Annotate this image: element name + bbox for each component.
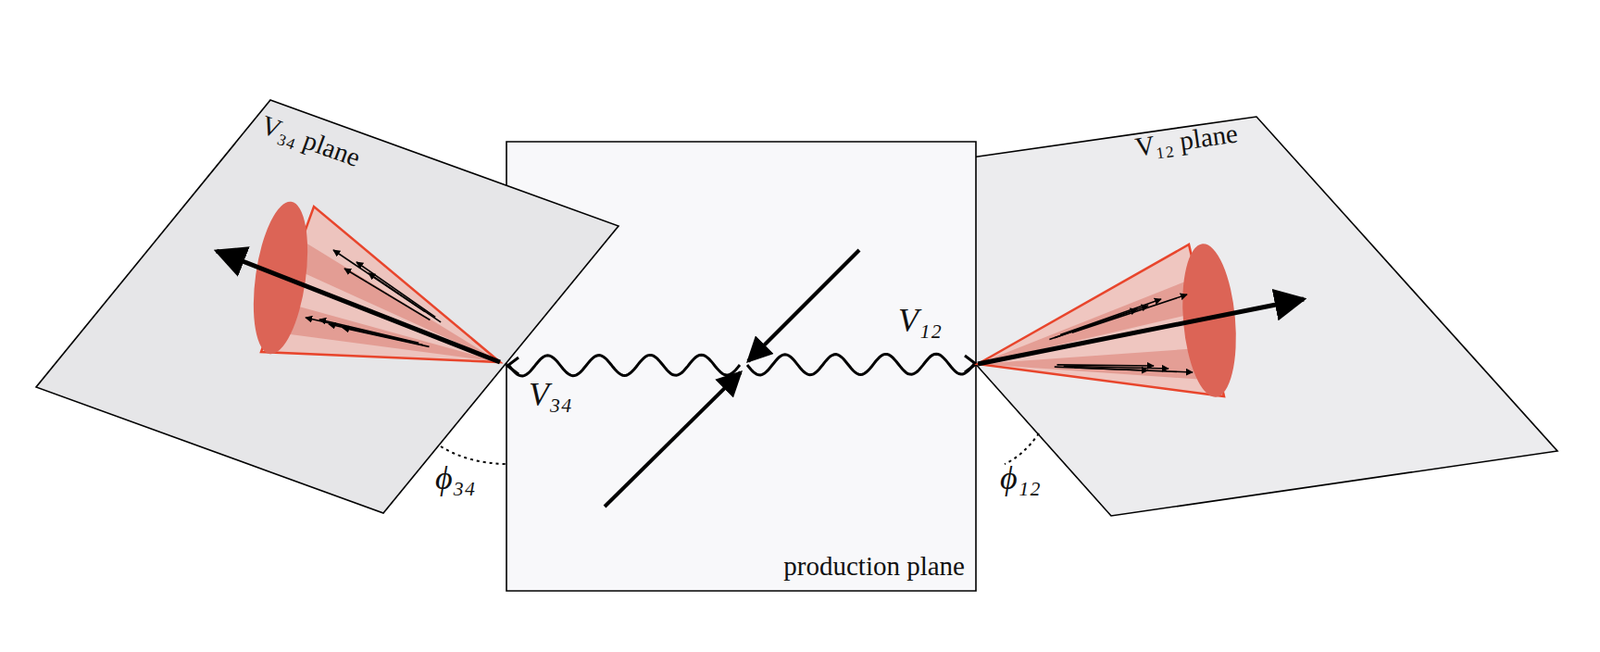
v12-plane: V₁₂ plane: [925, 116, 1558, 516]
boson-arrowhead: [507, 357, 519, 375]
plane-label: production plane: [783, 550, 965, 582]
boson-arrowhead: [964, 355, 976, 373]
angle-label: ϕ₃₄: [435, 458, 476, 498]
angle-label: ϕ₁₂: [1000, 458, 1041, 498]
parton-arrow: [748, 250, 860, 362]
jet-cone-left: [216, 198, 500, 363]
production-plane: production plane: [506, 141, 976, 591]
plane-outline: [506, 141, 976, 591]
plane-outline: [925, 116, 1558, 516]
plane-label: V₃₄ plane: [257, 109, 365, 174]
boson-wave: [509, 353, 975, 376]
plane-label: V₁₂ plane: [1133, 118, 1240, 163]
boson-label: V₃₄: [528, 375, 573, 414]
jet-cone-right: [977, 241, 1304, 400]
boson-label: V₁₂: [898, 300, 942, 340]
parton-arrow: [604, 372, 741, 507]
